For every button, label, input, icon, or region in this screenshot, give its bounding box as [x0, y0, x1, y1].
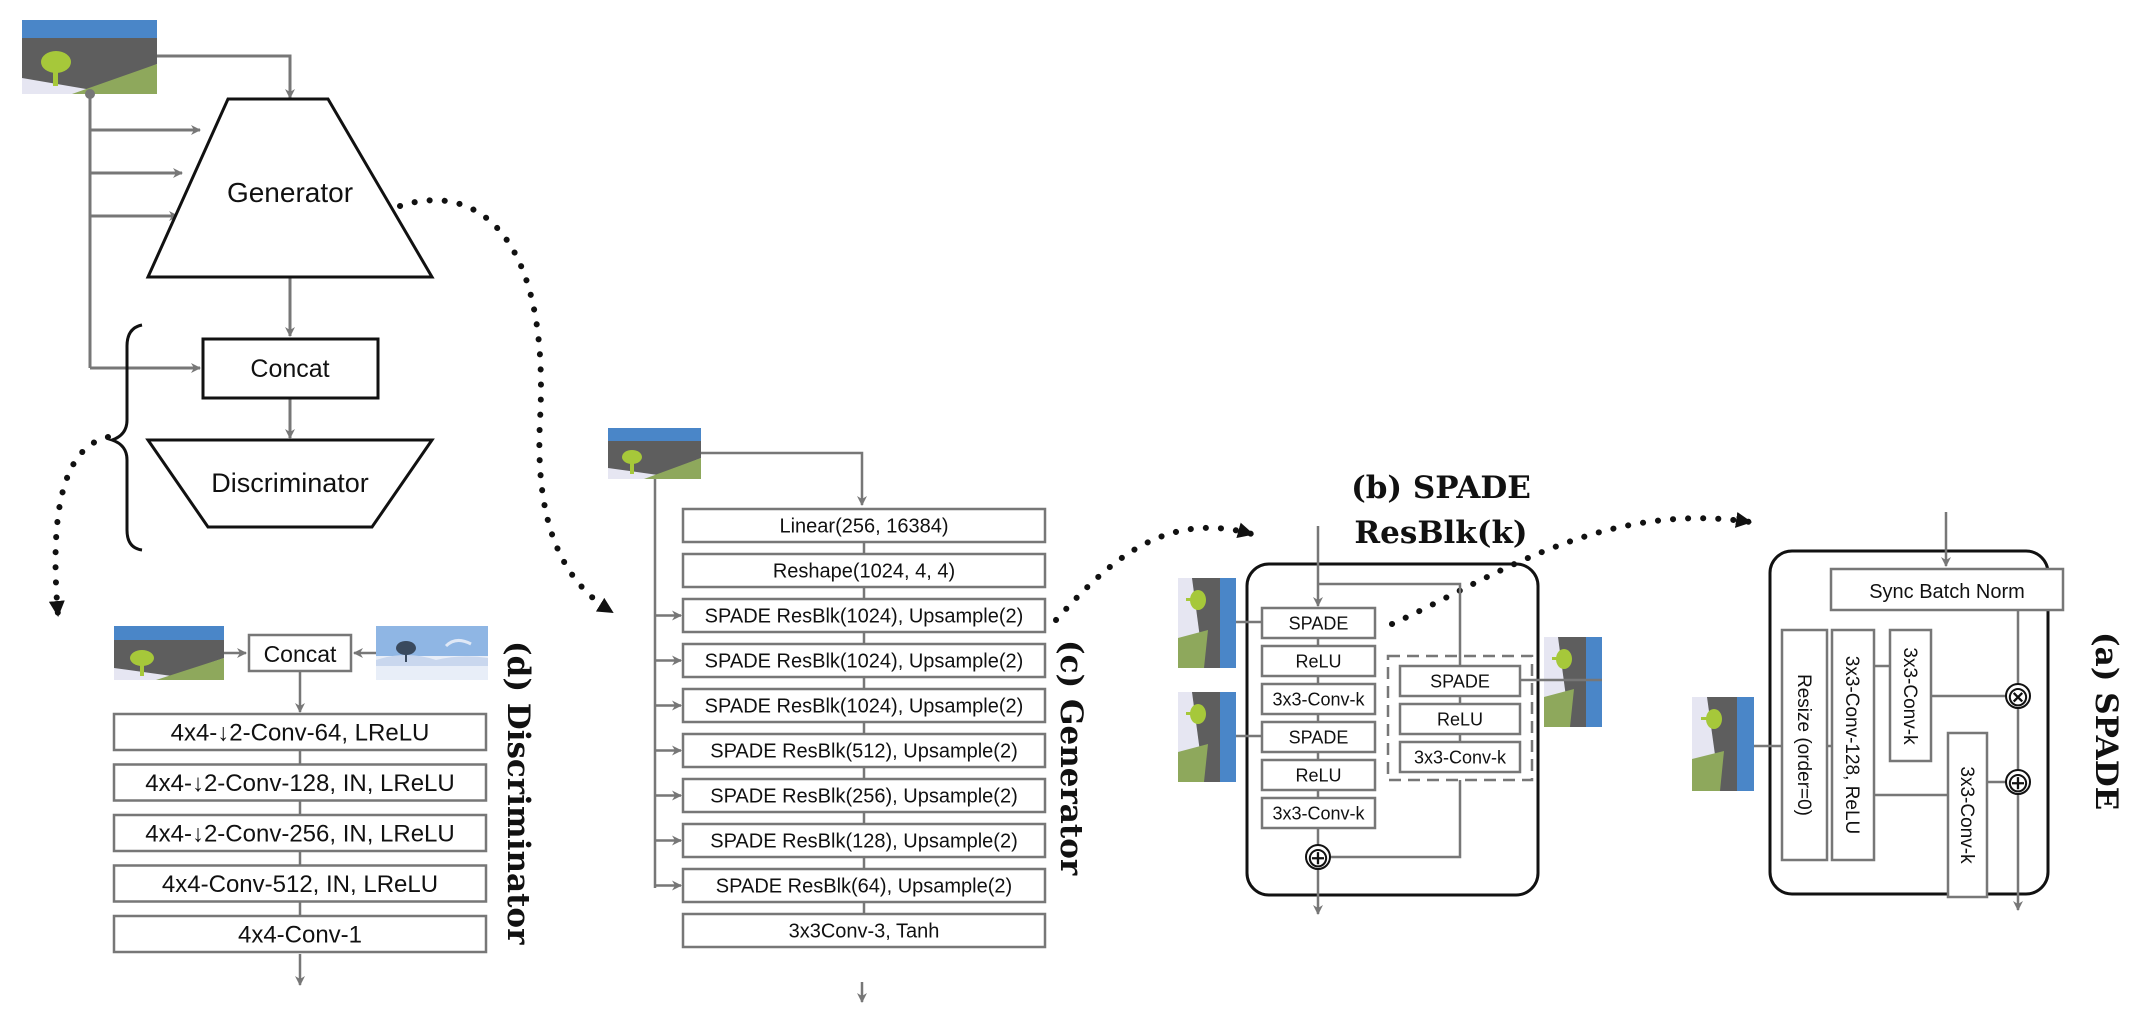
resblk-shortcut-layer-box: [1398, 740, 1522, 774]
resblk-main-layer-box: [1260, 644, 1377, 678]
resblk-main-layer-label: 3x3-Conv-k: [1272, 689, 1365, 709]
resblk-sum-node: [1305, 844, 1331, 870]
resblk-main-layer-label: SPADE: [1289, 613, 1349, 633]
resblk-main-layer-box: [1260, 796, 1377, 830]
resblk-main-layer-label: ReLU: [1295, 651, 1341, 671]
gen-layer-label: SPADE ResBlk(128), Upsample(2): [710, 831, 1018, 853]
spade-mul-symbol: ⊗: [2006, 681, 2029, 712]
segmap-thumbnail-discriminator: [114, 626, 224, 680]
spade-caption: (a) SPADE: [2088, 632, 2124, 810]
spade-frame: [1768, 549, 2050, 896]
disc-layer-label: 4x4-Conv-1: [238, 922, 362, 949]
resize-label: Resize (order=0): [1793, 674, 1814, 816]
gen-layer-box: [681, 687, 1047, 724]
discriminator-panel: Concat 4x4-↓2-Conv-64, LReLU 4x4-↓2-Conv-…: [112, 626, 536, 986]
gen-layer-label: 3x3Conv-3, Tanh: [789, 921, 940, 943]
generator-trapezoid: [145, 97, 435, 279]
resblk-main-layer-label: SPADE: [1289, 727, 1349, 747]
disc-layer-box: [112, 914, 488, 954]
resblk-shortcut-layer-label: 3x3-Conv-k: [1414, 747, 1507, 767]
gen-layer-box: [681, 732, 1047, 769]
discriminator-label: Discriminator: [211, 468, 369, 498]
gen-layer-label: SPADE ResBlk(256), Upsample(2): [710, 786, 1018, 808]
overview-panel: Generator Concat Discriminator: [22, 20, 435, 552]
resblk-shortcut-layer-box: [1398, 664, 1522, 698]
resblk-caption-line1: (b) SPADE: [1351, 470, 1531, 506]
spade-add-symbol: ⊕: [2006, 767, 2029, 798]
segmap-thumbnail-resblk-3: [1544, 637, 1602, 727]
gen-layer-box: [681, 777, 1047, 814]
resblk-main-layer-box: [1260, 606, 1377, 640]
resblk-main-layer-box: [1260, 720, 1377, 754]
spade-add-node: [2005, 769, 2031, 795]
discriminator-caption: (d) Discriminator: [500, 641, 536, 945]
disc-layer-label: 4x4-↓2-Conv-256, IN, LReLU: [145, 821, 454, 848]
gen-layer-label: SPADE ResBlk(512), Upsample(2): [710, 741, 1018, 763]
resize-box: [1780, 628, 1829, 862]
resblk-caption-line2: ResBlk(k): [1354, 515, 1527, 551]
generator-label: Generator: [227, 177, 353, 208]
snow-photo-thumbnail: [376, 626, 488, 680]
segmap-thumbnail-resblk-1: [1178, 578, 1236, 668]
gen-layer-box: [681, 507, 1047, 544]
disc-layer-label: 4x4-↓2-Conv-128, IN, LReLU: [145, 770, 454, 797]
disc-layer-label: 4x4-Conv-512, IN, LReLU: [162, 871, 438, 898]
disc-layer-box: [112, 813, 488, 853]
generator-caption: (c) Generator: [1053, 640, 1089, 876]
gen-layer-label: Reshape(1024, 4, 4): [773, 561, 955, 583]
resblk-main-layer-label: 3x3-Conv-k: [1272, 803, 1365, 823]
concat-box: [201, 337, 380, 400]
gen-layer-box: [681, 867, 1047, 904]
shared-conv-box: [1830, 628, 1876, 862]
resblk-frame: [1245, 562, 1540, 897]
gen-layer-box: [681, 642, 1047, 679]
segmap-thumbnail-resblk-2: [1178, 692, 1236, 782]
dotted-connectors: [48, 197, 1753, 627]
beta-conv-box: [1946, 731, 1989, 899]
discriminator-trapezoid: [145, 438, 435, 529]
gen-layer-box: [681, 552, 1047, 589]
gen-layer-label: SPADE ResBlk(1024), Upsample(2): [705, 606, 1024, 628]
gamma-conv-label: 3x3-Conv-k: [1899, 647, 1920, 745]
disc-concat-label: Concat: [264, 641, 337, 667]
resblk-shortcut-layer-label: ReLU: [1437, 709, 1483, 729]
resblk-main-layer-label: ReLU: [1295, 765, 1341, 785]
brace: [107, 323, 143, 552]
resblk-panel: (b) SPADE ResBlk(k): [1178, 470, 1602, 915]
segmap-thumbnail-generator: [608, 428, 701, 479]
resblk-shortcut-layer-label: SPADE: [1430, 671, 1490, 691]
spade-panel: Sync Batch Norm Resize (order=0) 3x3-Con…: [1692, 512, 2124, 911]
gen-layer-label: SPADE ResBlk(1024), Upsample(2): [705, 696, 1024, 718]
resblk-main-layer-box: [1260, 758, 1377, 792]
gen-layer-box: [681, 912, 1047, 949]
sync-bn-label: Sync Batch Norm: [1869, 581, 2025, 603]
segmap-thumbnail-spade: [1692, 697, 1754, 791]
spade-mul-node: [2005, 683, 2031, 709]
shared-conv-label: 3x3-Conv-128, ReLU: [1841, 656, 1862, 834]
gamma-conv-box: [1888, 628, 1933, 763]
gen-layer-label: SPADE ResBlk(1024), Upsample(2): [705, 651, 1024, 673]
gen-layer-label: SPADE ResBlk(64), Upsample(2): [716, 876, 1012, 898]
disc-layer-box: [112, 763, 488, 802]
gen-layer-label: Linear(256, 16384): [779, 516, 948, 538]
disc-concat-box: [247, 633, 353, 673]
sync-bn-box: [1829, 567, 2065, 612]
beta-conv-label: 3x3-Conv-k: [1956, 766, 1977, 864]
segmap-thumbnail-overview: [22, 20, 157, 94]
disc-layer-label: 4x4-↓2-Conv-64, LReLU: [171, 720, 430, 747]
generator-panel: Linear(256, 16384) Reshape(1024, 4, 4) SPA…: [608, 428, 1089, 1003]
resblk-main-layer-box: [1260, 682, 1377, 716]
disc-layer-box: [112, 712, 488, 752]
concat-label: Concat: [250, 355, 329, 383]
resblk-sum-symbol: ⊕: [1306, 842, 1329, 873]
gen-layer-box: [681, 597, 1047, 634]
